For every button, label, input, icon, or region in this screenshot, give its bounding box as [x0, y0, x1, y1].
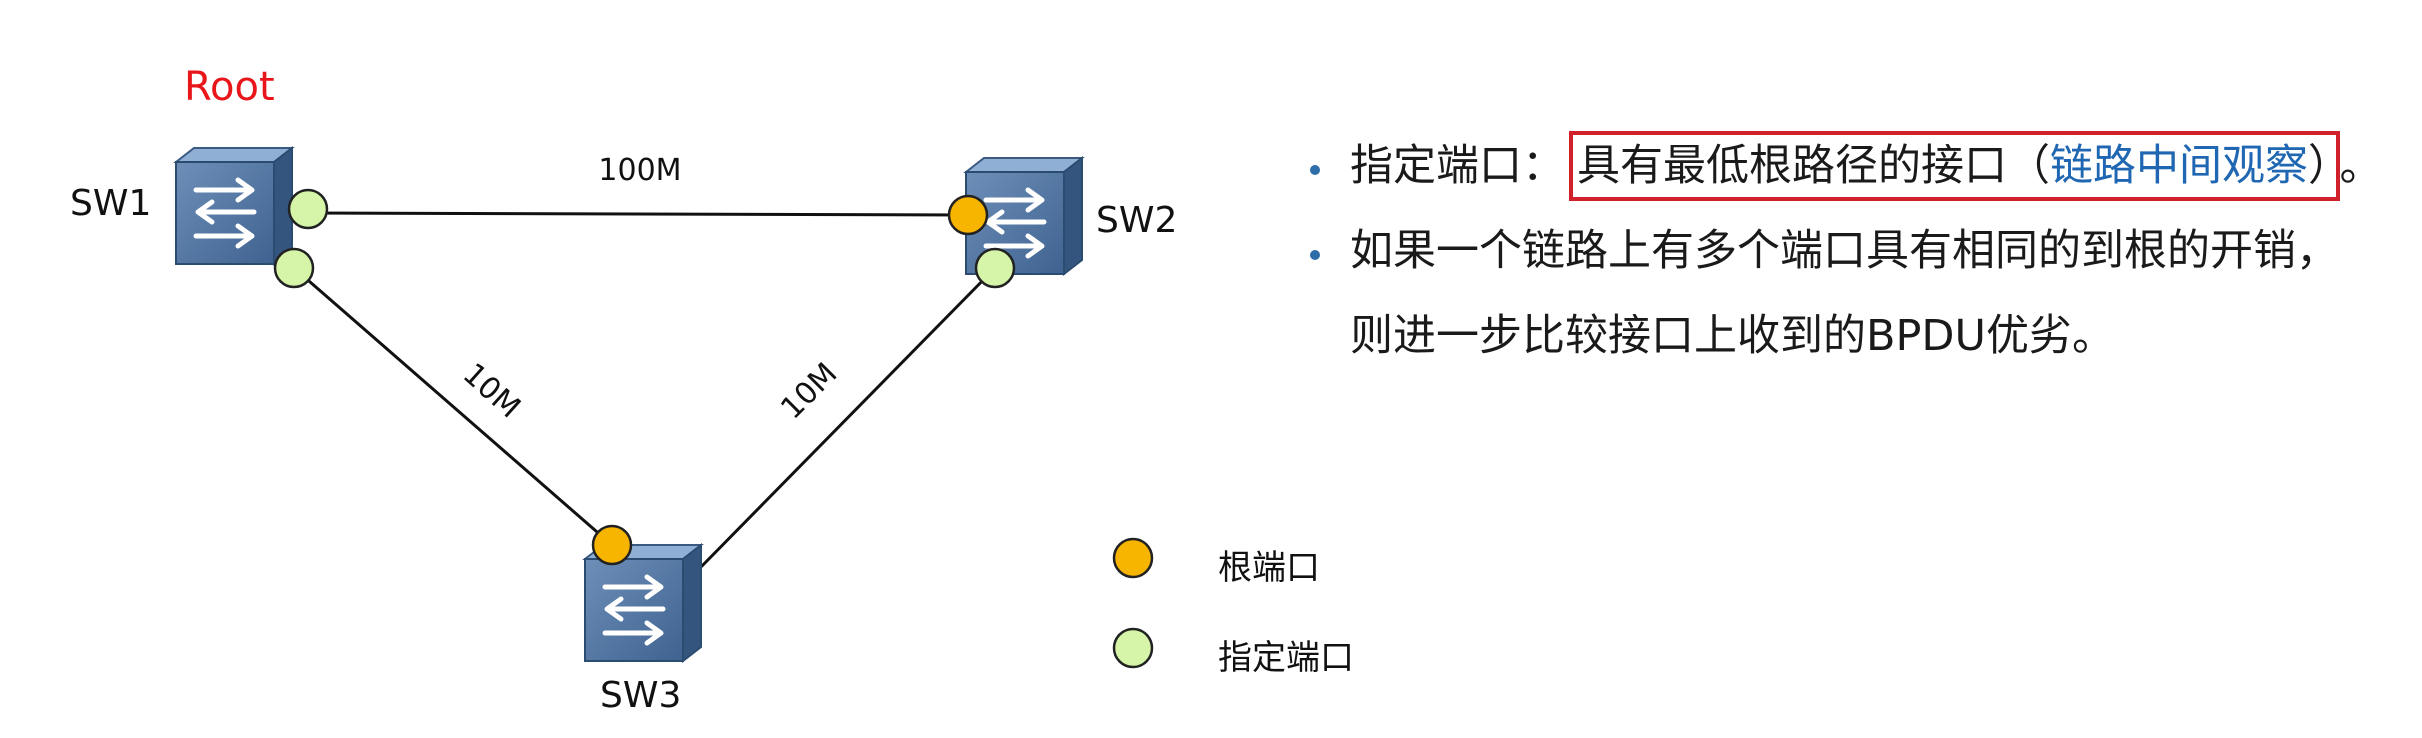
- bullet-1-suffix: 。: [2339, 141, 2383, 191]
- root-port-sw3: [591, 524, 633, 566]
- designated-port-sw1-to-sw3: [273, 247, 315, 289]
- switch-label-sw3: SW3: [600, 675, 681, 716]
- highlight-box: 具有最低根路径的接口（链路中间观察）: [1569, 131, 2340, 201]
- bullet-dot-2: [1310, 250, 1320, 260]
- link-sw1-sw3: [293, 266, 613, 547]
- bullet-1-highlight-accent: 链路中间观察: [2050, 141, 2308, 191]
- switch-label-sw1: SW1: [70, 183, 151, 224]
- root-port-sw2: [947, 194, 989, 236]
- bullet-1-prefix: 指定端口：: [1350, 141, 1565, 191]
- bullet-1-highlight-c: ）: [2308, 141, 2330, 191]
- bullet-dot-1: [1310, 165, 1320, 175]
- switch-label-sw2: SW2: [1096, 200, 1177, 241]
- bullet-2-line-1: 如果一个链路上有多个端口具有相同的到根的开销，: [1350, 226, 2339, 276]
- designated-port-sw2-to-sw3: [974, 247, 1016, 289]
- legend-designated-port-marker: [1112, 627, 1154, 669]
- legend-root-port-label: 根端口: [1218, 548, 1320, 588]
- legend-root-port-marker: [1112, 537, 1154, 579]
- link-label-sw2-sw3: 10M: [774, 356, 844, 426]
- root-label: Root: [184, 64, 275, 110]
- legend-designated-port-label: 指定端口: [1218, 638, 1354, 678]
- bullet-1-highlight-a: 具有最低根路径的接口（: [1577, 141, 2050, 191]
- link-sw2-sw3: [696, 266, 997, 572]
- bullet-1: 指定端口：具有最低根路径的接口（链路中间观察）。: [1350, 131, 2383, 201]
- link-label-sw1-sw2: 100M: [598, 153, 681, 188]
- bullet-2-line-2: 则进一步比较接口上收到的BPDU优劣。: [1350, 311, 2116, 361]
- designated-port-sw1-to-sw2: [287, 188, 329, 230]
- link-sw1-sw2: [307, 211, 969, 217]
- switch-sw1-icon[interactable]: [176, 148, 292, 264]
- link-label-sw1-sw3: 10M: [456, 357, 527, 426]
